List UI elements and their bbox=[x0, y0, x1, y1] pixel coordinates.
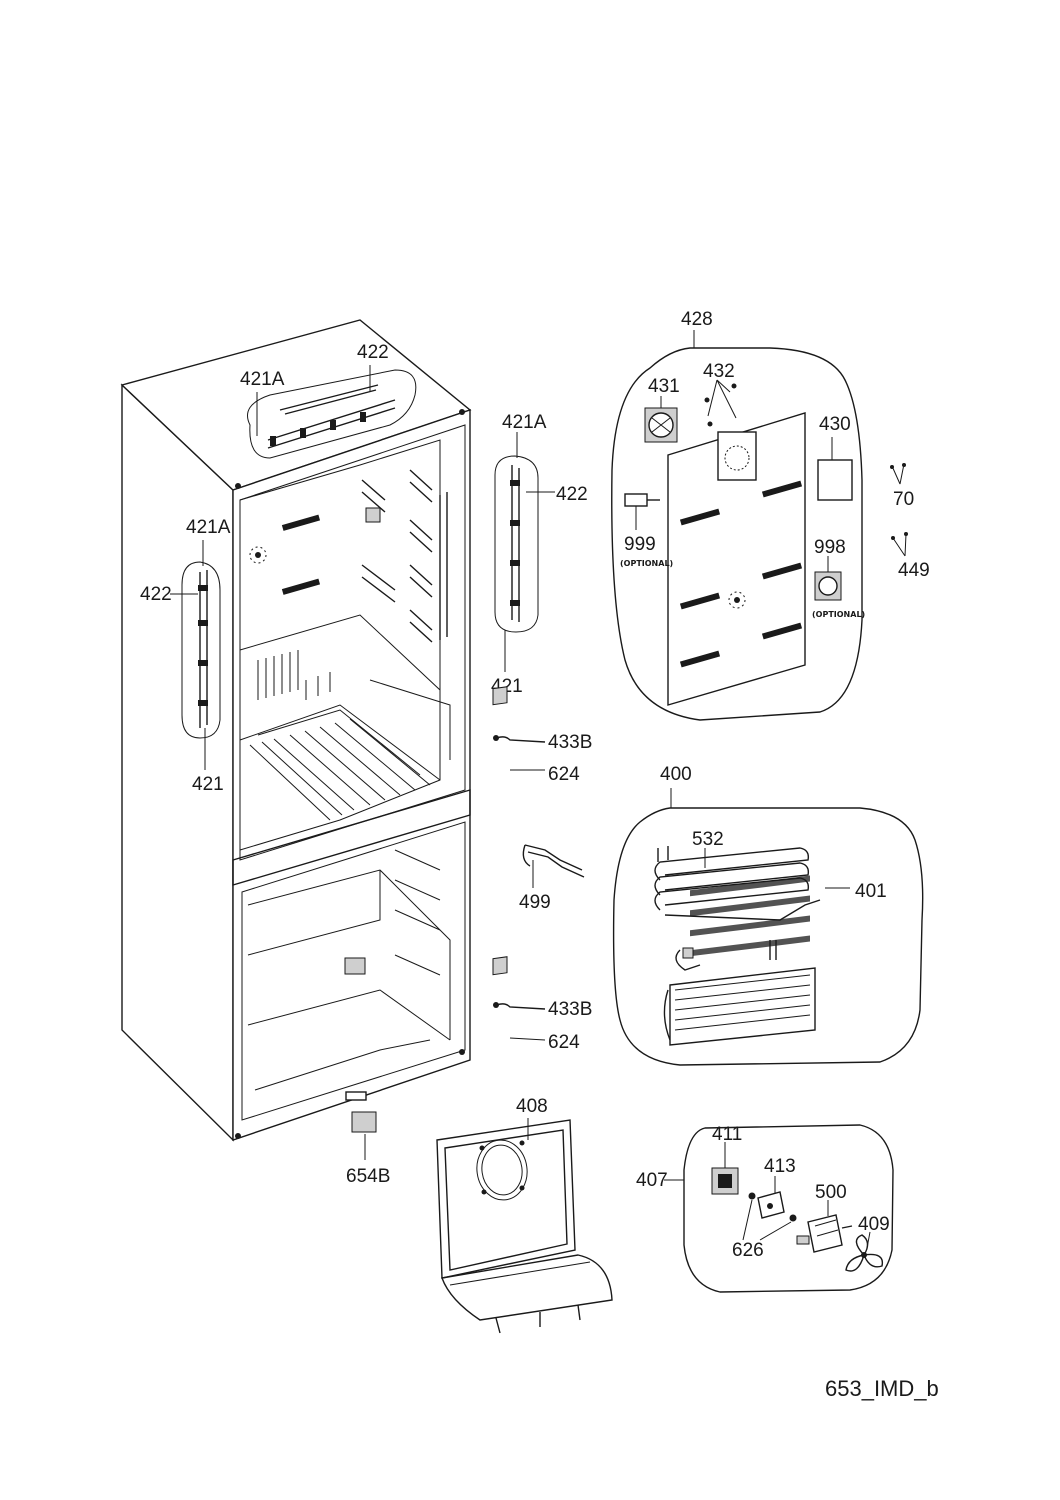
label-999: 999 bbox=[624, 534, 656, 555]
label-624-lower: 624 bbox=[548, 1032, 580, 1053]
part-449: 449 bbox=[891, 532, 930, 581]
heater-cable: 499 bbox=[519, 844, 585, 913]
label-421A-top: 421A bbox=[240, 369, 285, 390]
label-413: 413 bbox=[764, 1156, 796, 1177]
label-449: 449 bbox=[898, 560, 930, 581]
top-hinge-group: 421A 422 bbox=[240, 342, 417, 459]
label-plate: 654B bbox=[346, 1111, 390, 1187]
label-500: 500 bbox=[815, 1182, 847, 1203]
shelf-rails bbox=[361, 469, 448, 643]
crisper-area bbox=[239, 614, 451, 851]
fan-431: 431 bbox=[644, 376, 680, 443]
evaporator-coil bbox=[663, 875, 816, 1046]
label-411: 411 bbox=[712, 1124, 742, 1145]
evaporator-group: 400 532 401 bbox=[612, 764, 924, 1066]
fan-998: 998 (OPTIONAL) bbox=[812, 537, 865, 619]
label-401: 401 bbox=[855, 881, 887, 902]
fan-motor-group: 407 411 413 626 bbox=[636, 1124, 894, 1293]
label-422-top: 422 bbox=[357, 342, 389, 363]
label-998-optional: (OPTIONAL) bbox=[812, 610, 865, 619]
label-998: 998 bbox=[814, 537, 846, 558]
connector-999: 999 (OPTIONAL) bbox=[620, 493, 673, 568]
label-409: 409 bbox=[858, 1214, 890, 1235]
cover-411: 411 bbox=[711, 1124, 742, 1195]
label-431: 431 bbox=[648, 376, 680, 397]
part-70: 70 bbox=[890, 463, 914, 510]
label-624-upper: 624 bbox=[548, 764, 580, 785]
label-400: 400 bbox=[660, 764, 692, 785]
refrigerator-cabinet bbox=[120, 319, 472, 1142]
lamp-holder-freezer: 624 bbox=[492, 956, 580, 1053]
motor-500: 500 bbox=[796, 1182, 853, 1253]
freezer-details bbox=[247, 849, 451, 1091]
label-421A-right: 421A bbox=[502, 412, 547, 433]
label-433B-upper: 433B bbox=[548, 732, 592, 753]
label-421A-left: 421A bbox=[186, 517, 231, 538]
label-428: 428 bbox=[681, 309, 713, 330]
sensor-fridge: 433B bbox=[493, 732, 592, 753]
washers-626: 626 bbox=[732, 1192, 797, 1261]
fan-blade-409: 409 bbox=[845, 1214, 890, 1272]
label-654B: 654B bbox=[346, 1166, 390, 1187]
pad-430: 430 bbox=[817, 414, 853, 501]
label-421-left: 421 bbox=[192, 774, 224, 795]
evaporator-cover-group: 428 431 432 bbox=[611, 309, 865, 721]
screws-432: 432 bbox=[703, 361, 737, 427]
label-70: 70 bbox=[893, 489, 914, 510]
sensor-freezer: 433B bbox=[493, 999, 592, 1020]
right-hinge-group: 421A 422 421 bbox=[491, 412, 588, 697]
liner-ribs bbox=[249, 514, 321, 595]
label-626: 626 bbox=[732, 1240, 764, 1261]
bracket-413: 413 bbox=[757, 1156, 796, 1219]
label-407: 407 bbox=[636, 1170, 668, 1191]
label-422-left: 422 bbox=[140, 584, 172, 605]
label-499: 499 bbox=[519, 892, 551, 913]
air-duct-408: 408 bbox=[436, 1096, 613, 1334]
label-999-optional: (OPTIONAL) bbox=[620, 559, 673, 568]
label-408: 408 bbox=[516, 1096, 548, 1117]
label-532: 532 bbox=[692, 829, 724, 850]
diagram-reference-code: 653_IMD_b bbox=[825, 1376, 939, 1401]
label-430: 430 bbox=[819, 414, 851, 435]
left-hinge-group: 421A 422 421 bbox=[140, 517, 231, 795]
lamp-holder-fridge: 624 bbox=[492, 686, 580, 785]
label-422-right: 422 bbox=[556, 484, 588, 505]
label-432: 432 bbox=[703, 361, 735, 382]
label-433B-lower: 433B bbox=[548, 999, 592, 1020]
